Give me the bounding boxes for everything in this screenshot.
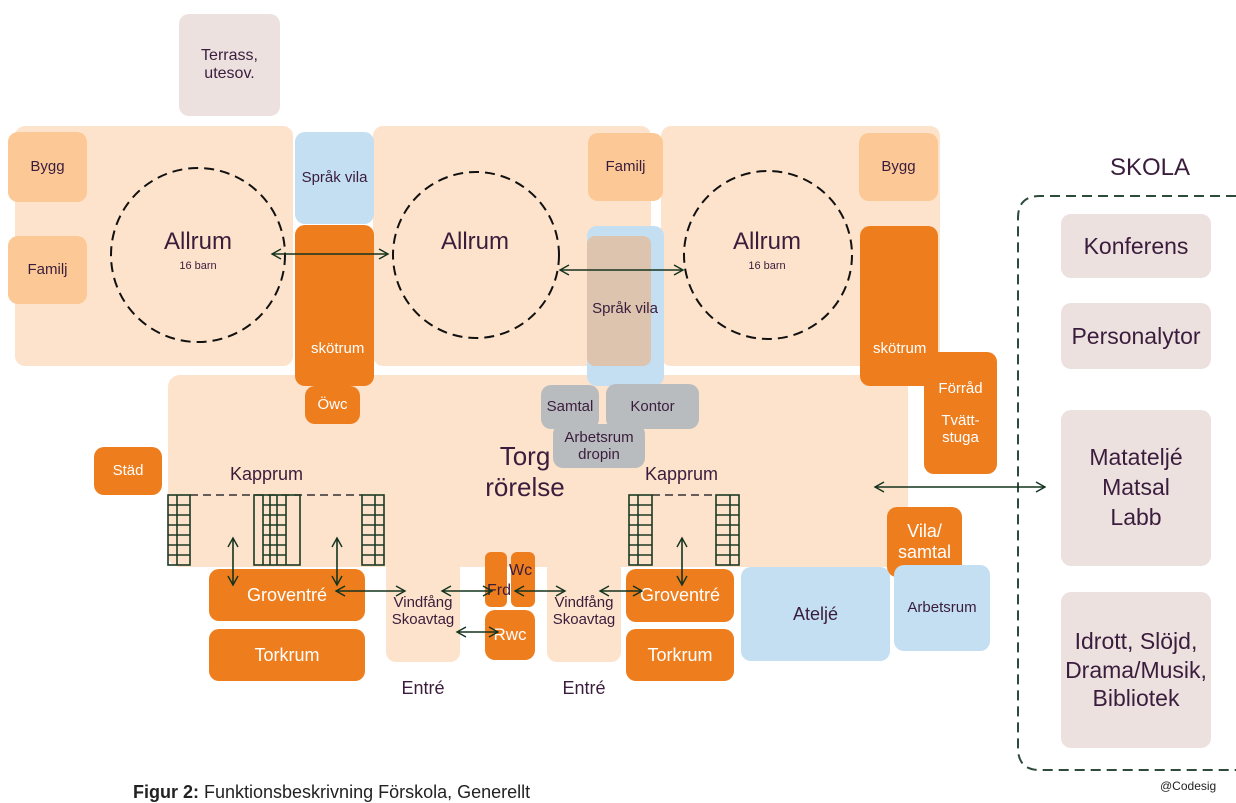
sprak-vila-room-left: Språk vila [295,132,374,224]
vindfang-right-label: Vindfång Skoavtag [552,593,616,628]
entre-left-label: Entré [401,678,445,698]
sprak-vila-overlap [587,236,651,366]
left-allrum-label: Allrum [163,228,232,255]
groventre-right-label: Groventré [639,585,721,606]
left-capacity-label: 16 barn [179,260,217,272]
left-bygg-room: Bygg [8,132,87,202]
kontor-label: Kontor [630,397,675,415]
forrad-label: Förråd [938,380,983,397]
coat-rack-right-2 [715,494,740,566]
groventre-right-room: Groventré [626,569,734,622]
school-enclosure [1017,195,1236,771]
left-familj-label: Familj [27,261,68,279]
personalytor-label: Personalytor [1071,322,1201,349]
konferens-label: Konferens [1083,232,1189,259]
atelje-label: Ateljé [792,603,839,624]
sprak-vila-label-left: Språk vila [301,169,368,187]
middle-familj-room: Familj [588,133,663,201]
school-title: SKOLA [1109,154,1191,181]
samtal-label: Samtal [546,398,594,416]
konferens-room: Konferens [1061,214,1211,278]
caption-text: Funktionsbeskrivning Förskola, Generellt [199,782,531,802]
personalytor-room: Personalytor [1061,303,1211,369]
middle-allrum-label: Allrum [440,228,509,255]
caption-label: Figur 2: [133,782,199,802]
groventre-left-label: Groventré [246,584,328,605]
arbetsrum-room: Arbetsrum [894,565,990,651]
right-bygg-label: Bygg [881,158,916,176]
coat-rack-left-2 [253,494,301,566]
vindfang-left-room: Vindfång Skoavtag [386,560,460,662]
atelje-room: Ateljé [741,567,890,661]
matatelje-label: Matateljé Matsal Labb [1089,444,1183,530]
vindfang-left-label: Vindfång Skoavtag [391,593,455,628]
rwc-room: Rwc [485,610,535,660]
middle-familj-label: Familj [605,158,646,176]
arbetsrum-dropin-room: Arbetsrum dropin [553,424,645,468]
skotrum-label-right: skötrum [873,340,927,357]
wc-room [511,552,535,607]
sprak-vila-label-center: Språk vila [592,300,658,317]
torkrum-left-label: Torkrum [254,644,320,665]
left-familj-room: Familj [8,236,87,304]
torg-area [168,375,908,567]
torkrum-left-room: Torkrum [209,629,365,681]
coat-rack-left-3 [361,494,385,566]
arbetsrum-label: Arbetsrum [907,599,977,617]
figure-caption: Figur 2: Funktionsbeskrivning Förskola, … [133,782,530,803]
coat-rack-left-1 [167,494,191,566]
forrad-tvatt-room [924,352,997,474]
vila-samtal-label: Vila/ samtal [897,521,951,562]
torg-label: Torg rörelse [485,441,565,503]
torkrum-right-room: Torkrum [626,629,734,681]
entre-right-label: Entré [562,678,606,698]
torkrum-right-label: Torkrum [647,644,713,665]
stad-room: Städ [94,447,162,495]
terrace-label: Terrass, utesov. [201,46,258,82]
matatelje-room: Matateljé Matsal Labb [1061,410,1211,566]
credit-label: @Codesig [1160,779,1217,793]
wc-label: Wc [509,562,533,579]
stad-label: Städ [112,462,144,480]
skotrum-label-left: skötrum [311,340,365,357]
kapprum-right-label: Kapprum [645,464,719,484]
right-capacity-label: 16 barn [748,260,786,272]
idrott-room: Idrott, Slöjd, Drama/Musik, Bibliotek [1061,592,1211,748]
middle-allrum-circle [392,171,560,339]
arbetsrum-dropin-label: Arbetsrum dropin [564,428,634,463]
left-bygg-label: Bygg [30,158,65,176]
rwc-label: Rwc [493,625,527,645]
samtal-room: Samtal [541,385,599,429]
kontor-room: Kontor [606,384,699,429]
right-allrum-label: Allrum [732,228,801,255]
tvattstuga-label: Tvätt- stuga [941,412,980,447]
kapprum-left-label: Kapprum [230,464,304,484]
coat-rack-right-1 [628,494,653,566]
idrott-label: Idrott, Slöjd, Drama/Musik, Bibliotek [1065,627,1207,712]
vindfang-right-room: Vindfång Skoavtag [547,560,621,662]
terrace-area: Terrass, utesov. [179,14,280,116]
right-allrum-circle [683,170,853,340]
owc-label: Öwc [317,396,348,414]
right-bygg-room: Bygg [859,133,938,201]
left-allrum-circle [110,167,286,343]
owc-room: Öwc [305,386,360,424]
